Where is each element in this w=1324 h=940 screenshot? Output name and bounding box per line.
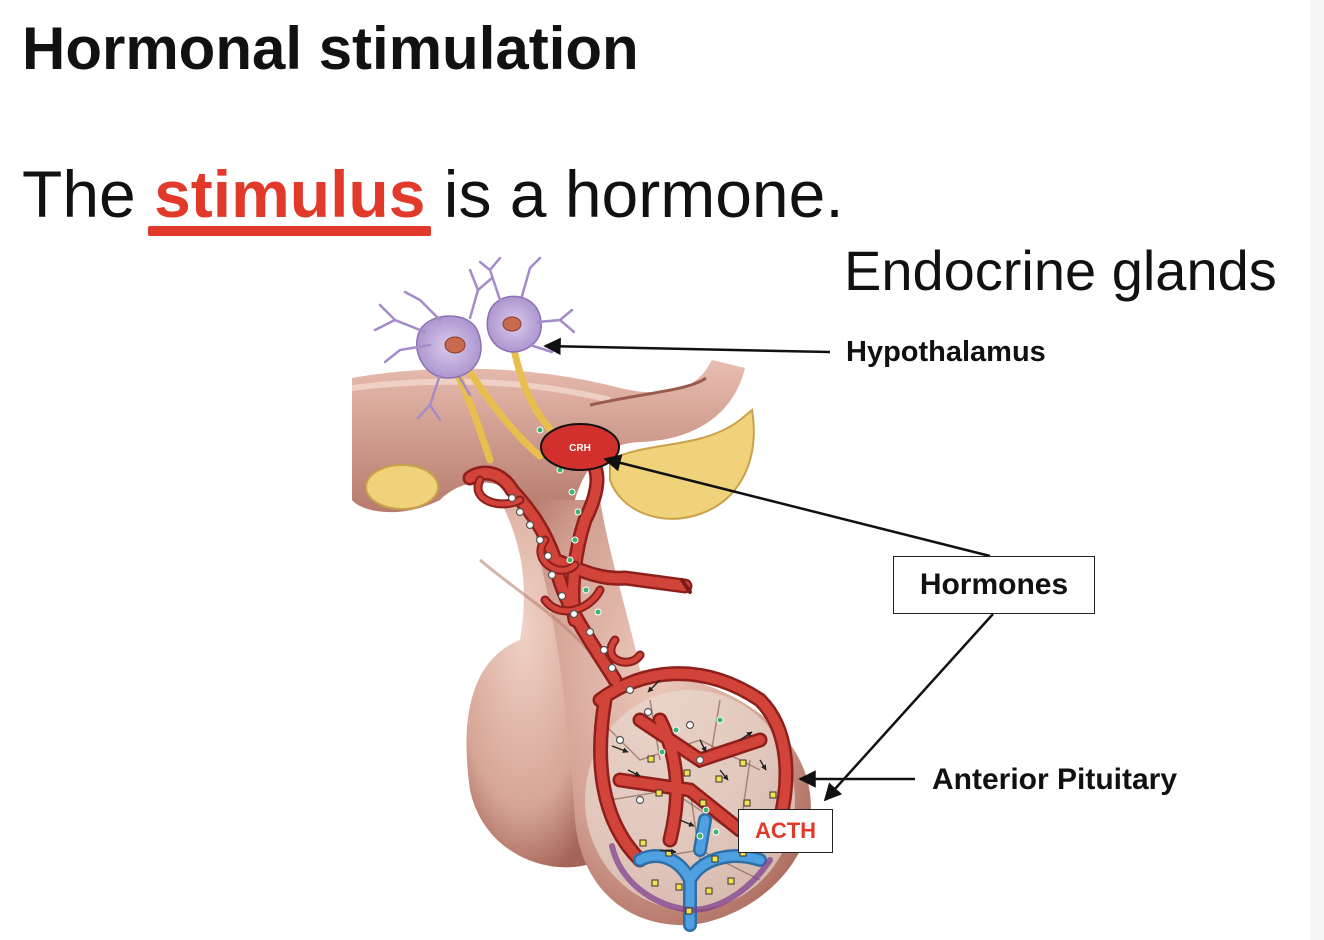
subtitle-post: is a hormone. <box>425 157 844 231</box>
slide-title: Hormonal stimulation <box>22 15 639 82</box>
scrollbar-track[interactable] <box>1310 0 1324 940</box>
crh-marker <box>540 423 620 471</box>
slide-subtitle: The stimulus is a hormone. <box>22 156 844 236</box>
subtitle-pre: The <box>22 157 155 231</box>
hormones-box: Hormones <box>893 556 1095 614</box>
label-anterior-pituitary: Anterior Pituitary <box>932 763 1178 796</box>
subtitle-highlight-wrap: stimulus <box>148 156 432 236</box>
optic-chiasm <box>365 408 755 520</box>
acth-label: ACTH <box>754 818 817 843</box>
arrow-hormones-to-pituitary <box>823 613 994 802</box>
label-arrows <box>543 337 994 802</box>
arrow-hypothalamus <box>543 337 831 356</box>
hypothalamic-neurons <box>373 256 576 464</box>
acth-box: ACTH <box>738 809 833 853</box>
endocrine-glands-heading: Endocrine glands <box>844 239 1277 302</box>
label-hypothalamus: Hypothalamus <box>846 336 1046 368</box>
hormones-label: Hormones <box>919 568 1069 601</box>
arrow-hormones-to-crh <box>603 454 991 558</box>
subtitle-highlight: stimulus <box>154 157 426 231</box>
crh-label: CRH <box>569 443 591 454</box>
